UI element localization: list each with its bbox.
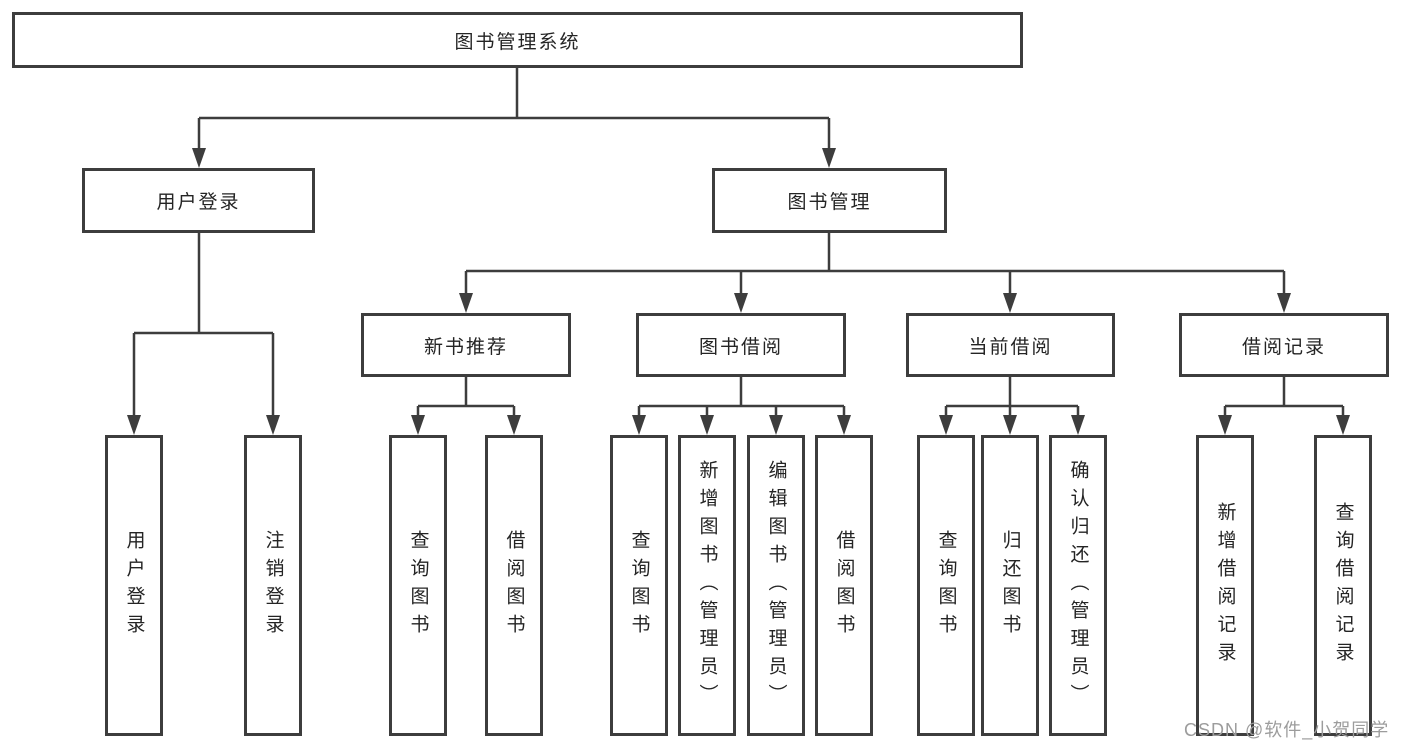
node-label: 查询图书 xyxy=(935,529,957,642)
node-label: 借阅记录 xyxy=(1241,336,1326,358)
node-label: 新书推荐 xyxy=(423,336,508,358)
leaf-confirm-return-admin: 确认归还（管理员） xyxy=(1049,435,1107,736)
arrowhead xyxy=(700,415,714,435)
node-label: 图书借阅 xyxy=(698,336,783,358)
arrowhead xyxy=(266,415,280,435)
node-label: 注销登录 xyxy=(262,529,284,642)
node-label: 确认归还（管理员） xyxy=(1067,459,1089,712)
arrowhead xyxy=(192,148,206,168)
node-label: 图书管理 xyxy=(787,192,872,213)
arrowhead xyxy=(837,415,851,435)
arrowhead xyxy=(1071,415,1085,435)
csdn-watermark: CSDN @软件_小贺同学 xyxy=(1184,720,1390,740)
leaf-query-books-recommend: 查询图书 xyxy=(389,435,447,736)
node-label: 借阅图书 xyxy=(503,529,525,642)
node-library-management-system: 图书管理系统 xyxy=(12,12,1023,68)
node-book-management: 图书管理 xyxy=(712,168,947,233)
leaf-user-login: 用户登录 xyxy=(105,435,163,736)
arrowhead xyxy=(1003,415,1017,435)
node-label: 编辑图书（管理员） xyxy=(765,459,787,712)
node-label: 图书管理系统 xyxy=(454,31,581,53)
connector-current-borrowing-children xyxy=(944,377,1080,419)
leaf-query-borrow-record: 查询借阅记录 xyxy=(1314,435,1372,736)
arrowhead xyxy=(632,415,646,435)
arrowhead xyxy=(1336,415,1350,435)
node-label: 当前借阅 xyxy=(968,336,1053,358)
node-borrowing-records: 借阅记录 xyxy=(1179,313,1389,377)
connector-book-management-children xyxy=(464,233,1286,297)
connector-borrowing-records-children xyxy=(1223,377,1345,419)
leaf-return-books: 归还图书 xyxy=(981,435,1039,736)
leaf-borrow-books: 借阅图书 xyxy=(815,435,873,736)
connector-user-login-children xyxy=(132,233,275,419)
leaf-edit-books-admin: 编辑图书（管理员） xyxy=(747,435,805,736)
arrowhead xyxy=(939,415,953,435)
arrowhead xyxy=(769,415,783,435)
node-book-borrowing: 图书借阅 xyxy=(636,313,846,377)
leaf-add-books-admin: 新增图书（管理员） xyxy=(678,435,736,736)
node-label: 新增图书（管理员） xyxy=(696,459,718,712)
arrowhead xyxy=(1277,293,1291,313)
node-new-book-recommendation: 新书推荐 xyxy=(361,313,571,377)
node-user-login: 用户登录 xyxy=(82,168,315,233)
leaf-query-books-current: 查询图书 xyxy=(917,435,975,736)
arrowhead xyxy=(822,148,836,168)
node-label: 用户登录 xyxy=(123,529,145,642)
arrowhead xyxy=(411,415,425,435)
node-label: 查询图书 xyxy=(628,529,650,642)
leaf-query-books-borrowing: 查询图书 xyxy=(610,435,668,736)
arrowhead xyxy=(127,415,141,435)
connector-new-book-rec-children xyxy=(416,377,516,419)
arrowhead xyxy=(507,415,521,435)
node-label: 查询借阅记录 xyxy=(1332,501,1354,670)
node-label: 归还图书 xyxy=(999,529,1021,642)
arrowhead xyxy=(734,293,748,313)
leaf-borrow-books-recommend: 借阅图书 xyxy=(485,435,543,736)
arrowhead xyxy=(459,293,473,313)
connector-root-to-level2 xyxy=(197,68,831,152)
node-current-borrowing: 当前借阅 xyxy=(906,313,1115,377)
node-label: 新增借阅记录 xyxy=(1214,501,1236,670)
leaf-add-borrow-record: 新增借阅记录 xyxy=(1196,435,1254,736)
arrowhead xyxy=(1218,415,1232,435)
node-label: 借阅图书 xyxy=(833,529,855,642)
arrowhead xyxy=(1003,293,1017,313)
node-label: 查询图书 xyxy=(407,529,429,642)
connector-book-borrowing-children xyxy=(637,377,846,419)
node-label: 用户登录 xyxy=(156,192,241,213)
leaf-logout: 注销登录 xyxy=(244,435,302,736)
